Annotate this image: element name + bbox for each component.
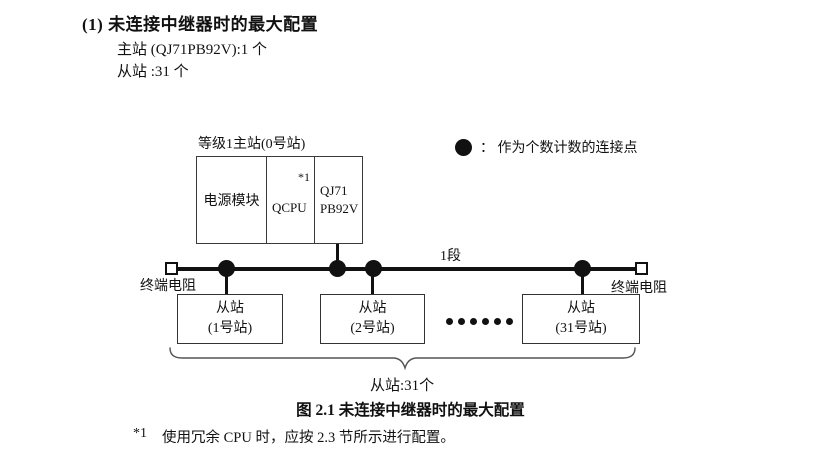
ellipsis-dots (446, 318, 513, 325)
terminator-label-right: 终端电阻 (611, 281, 667, 296)
power-module-cell: 电源模块 (197, 157, 267, 243)
ellipsis-dot (482, 318, 489, 325)
slave1-line2: (1号站) (207, 321, 253, 336)
terminator-square-right (635, 262, 648, 275)
master-count-line: 主站 (QJ71PB92V):1 个 (117, 42, 268, 58)
legend: ： 作为个数计数的连接点 (455, 137, 638, 157)
ellipsis-dot (470, 318, 477, 325)
segment-label: 1段 (440, 249, 461, 264)
ellipsis-dot (506, 318, 513, 325)
ellipsis-dot (494, 318, 501, 325)
slave1-line1: 从站 (216, 300, 244, 316)
pb92v-line1: QJ71 (320, 182, 348, 198)
terminator-square-left (165, 262, 178, 275)
terminator-label-left: 终端电阻 (140, 279, 196, 294)
figure-caption: 图 2.1 未连接中继器时的最大配置 (296, 402, 525, 419)
slave1-drop-line (225, 269, 228, 295)
master-drop-line (336, 244, 339, 269)
footnote-marker: *1 (133, 426, 147, 441)
brace-label: 从站:31个 (370, 378, 435, 394)
slave2-drop-line (371, 269, 374, 295)
pb92v-line2: PB92V (320, 201, 359, 216)
ellipsis-dot (446, 318, 453, 325)
section-heading: (1) 未连接中继器时的最大配置 (82, 15, 319, 34)
slave2-line2: (2号站) (350, 321, 395, 336)
cpu-footnote-ref: *1 (298, 170, 310, 184)
pb92v-cell: QJ71 PB92V (315, 157, 362, 243)
slave2-line1: 从站 (358, 300, 387, 316)
ellipsis-dot (458, 318, 465, 325)
footnote-text: 使用冗余 CPU 时，应按 2.3 节所示进行配置。 (162, 430, 455, 446)
slave31-drop-line (581, 269, 584, 295)
cpu-cell: *1 QCPU (267, 157, 315, 243)
cpu-label: QCPU (272, 200, 307, 215)
connection-dot (218, 260, 235, 277)
connection-point-icon (455, 138, 472, 156)
slave-station-box-1: 从站 (1号站) (177, 294, 283, 344)
connection-dot (574, 260, 591, 277)
slave31-line1: 从站 (567, 300, 595, 316)
connection-dot (365, 260, 382, 277)
slave31-line2: (31号站) (555, 321, 607, 336)
slave-station-box-2: 从站 (2号站) (320, 294, 425, 344)
slave-station-box-31: 从站 (31号站) (522, 294, 640, 344)
master-station-label: 等级1主站(0号站) (198, 137, 306, 152)
slave-count-brace (169, 347, 636, 371)
slave-count-line: 从站 :31 个 (117, 64, 189, 80)
bus-line (177, 267, 635, 271)
legend-text: ： 作为个数计数的连接点 (480, 141, 638, 156)
master-station-box: 电源模块 *1 QCPU QJ71 PB92V (196, 156, 363, 244)
